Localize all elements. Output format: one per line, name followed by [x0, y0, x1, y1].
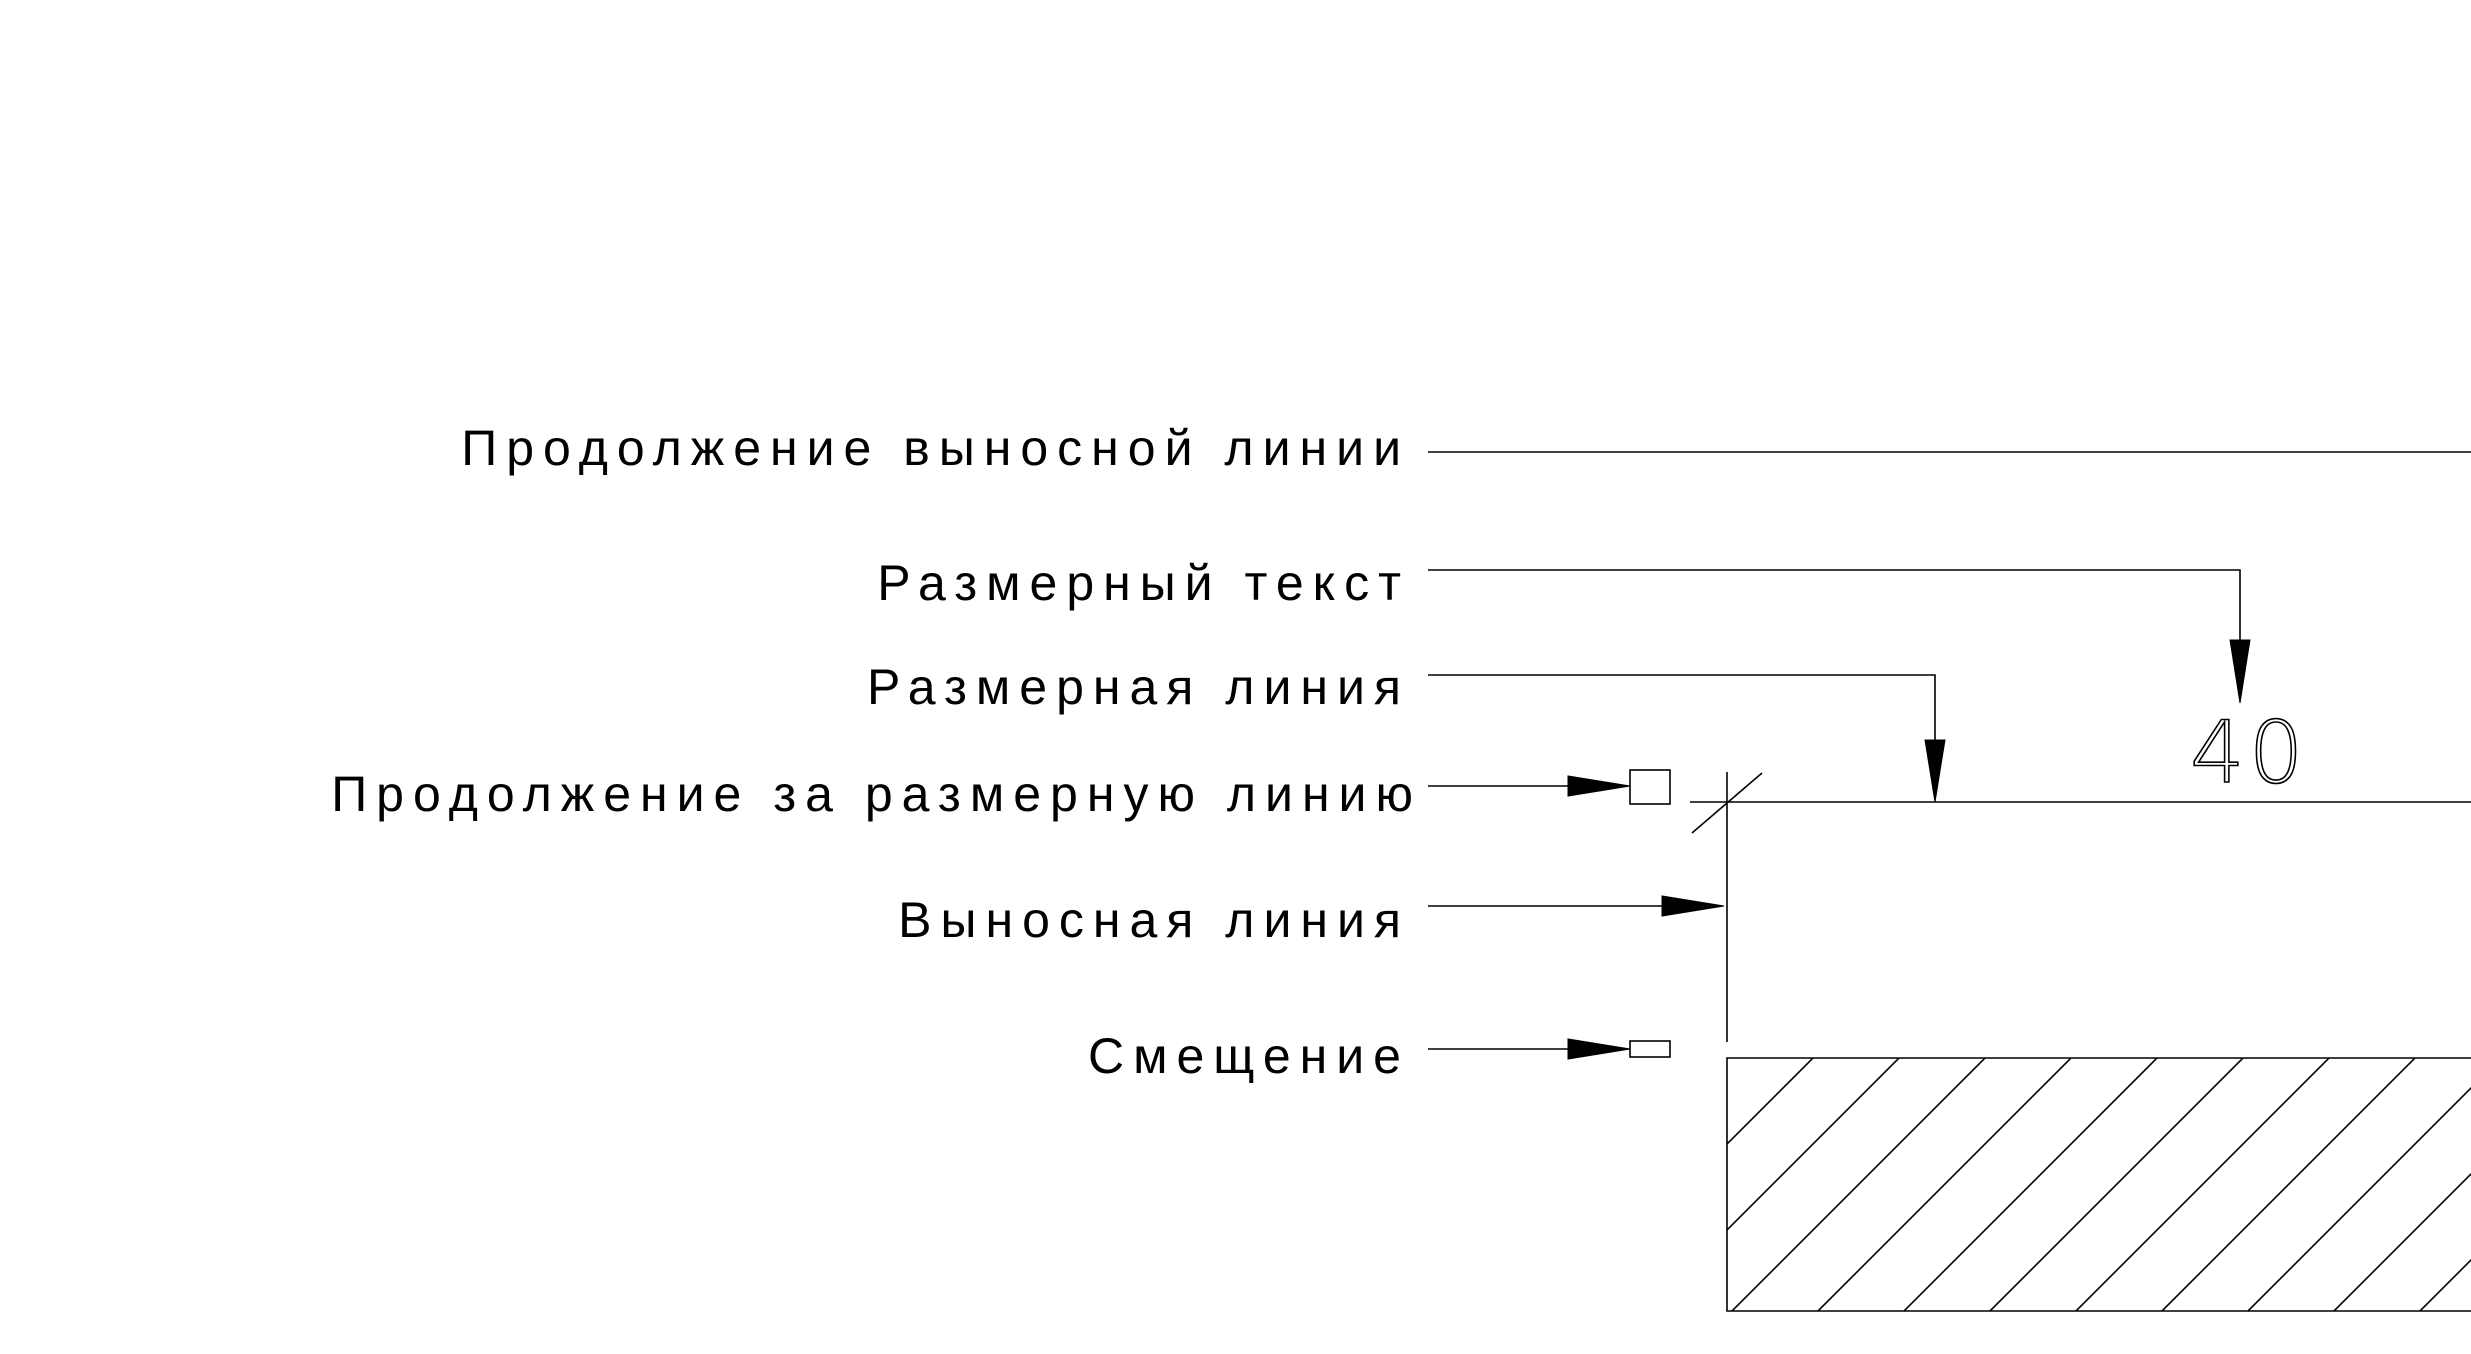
label-offset: Смещение — [1088, 1028, 1410, 1084]
hatch-line — [2333, 1172, 2471, 1311]
dimension-value: 40 — [2190, 703, 2307, 803]
part-outline — [1726, 1057, 2471, 1312]
hatch-line — [2247, 1086, 2471, 1311]
label-dimension-line: Размерная линия — [867, 659, 1410, 715]
leader-dimension-line — [1428, 674, 1936, 740]
extension-beyond-dimension-marker — [1629, 769, 1671, 805]
hatch-line — [2161, 1058, 2416, 1311]
hatch-line — [1817, 1058, 2072, 1311]
hatched-part — [1726, 1057, 2471, 1312]
hatch-line — [2075, 1058, 2330, 1311]
offset-marker — [1629, 1040, 1671, 1058]
hatch-line — [1727, 1058, 1814, 1146]
arrowhead-dimension-text — [2229, 639, 2251, 704]
hatch-line — [1903, 1058, 2158, 1311]
arrowhead-dimension-line — [1924, 739, 1946, 803]
oblique-tick-mark — [1691, 772, 1763, 834]
arrowhead-extension-beyond-dimension-line — [1567, 775, 1631, 797]
label-dimension-text: Размерный текст — [877, 555, 1410, 611]
arrowhead-offset — [1567, 1038, 1631, 1060]
hatch-line — [2419, 1258, 2471, 1311]
leader-dimension-text — [1428, 569, 2241, 640]
label-extension-line: Выносная линия — [898, 892, 1410, 948]
hatch-pattern — [1727, 1058, 2471, 1311]
hatch-line — [1989, 1058, 2244, 1311]
label-extension-beyond-extension-line: Продолжение выносной линии — [461, 420, 1410, 476]
arrowhead-extension-line — [1661, 895, 1725, 917]
hatch-line — [1727, 1058, 1900, 1232]
label-extension-beyond-dimension-line: Продолжение за размерную линию — [331, 766, 1422, 822]
hatch-line — [1727, 1058, 1728, 1060]
hatch-line — [1731, 1058, 1986, 1311]
